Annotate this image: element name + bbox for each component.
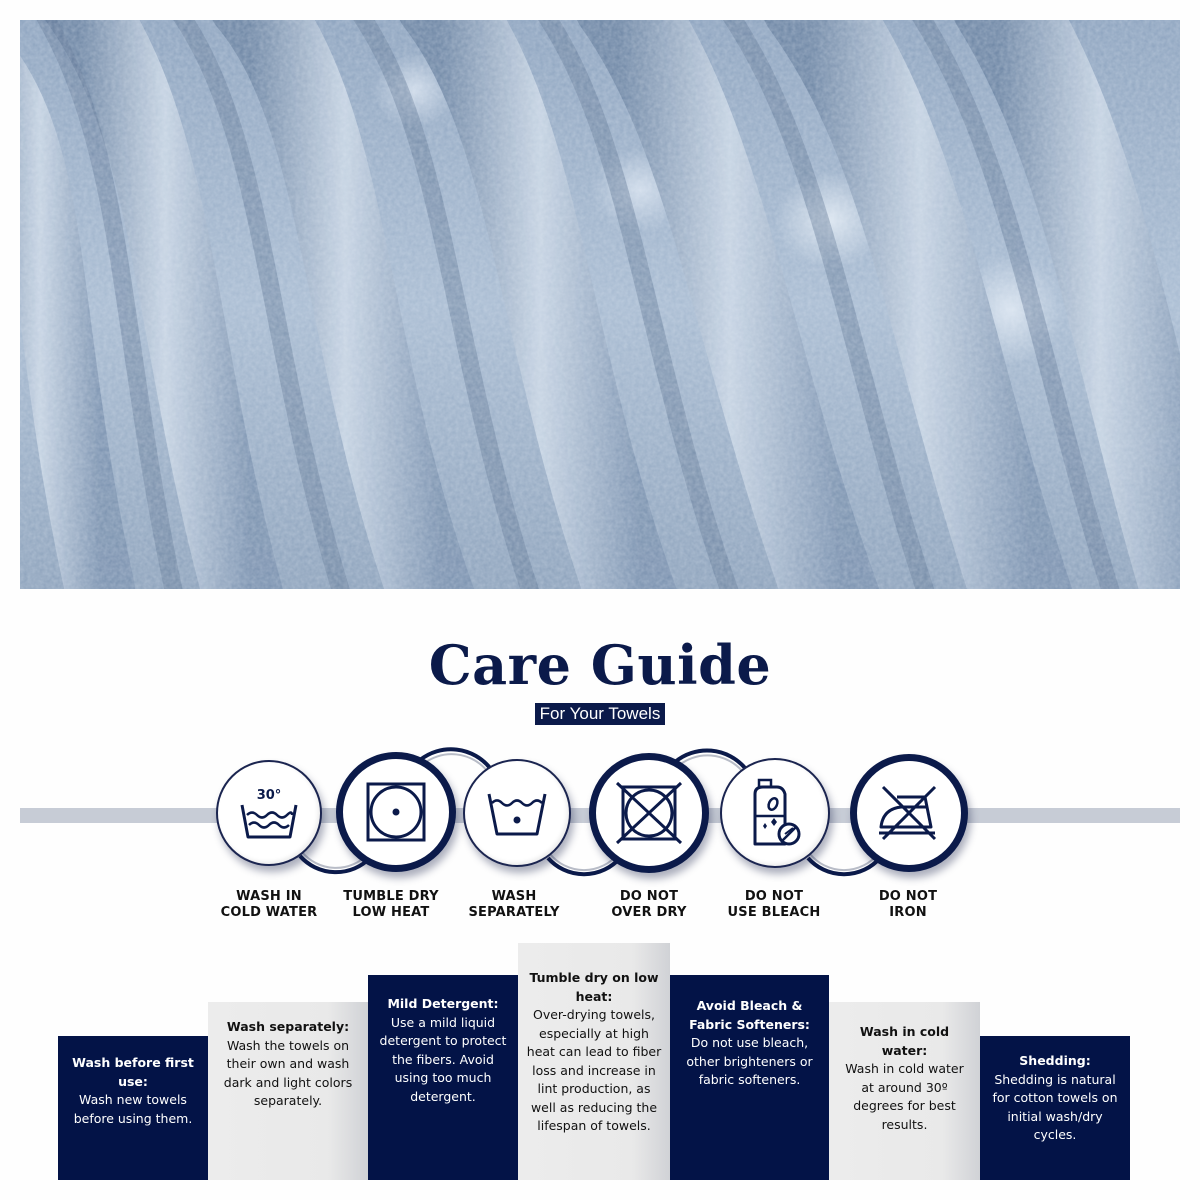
do-not-iron-badge [850,754,968,872]
card-heading: Mild Detergent: [387,996,499,1011]
towel-texture-photo [20,20,1180,589]
care-card-wash-before-use: Wash before first use: Wash new towels b… [58,1036,208,1180]
card-body: Wash the towels on their own and wash da… [223,1037,353,1109]
card-body: Wash in cold water at around 30º degrees… [845,1061,964,1132]
care-card-shedding: Shedding: Shedding is natural for cotton… [980,1036,1130,1180]
do-not-use-bleach-badge [720,758,830,868]
card-heading: Avoid Bleach & Fabric Softeners: [689,998,810,1032]
wash-separately-badge [463,759,571,867]
page-subtitle: For Your Towels [534,703,666,725]
circle-link-arcs [298,747,882,877]
wash-cold-water-badge: 30° [216,760,322,866]
icon-label-line1: WASH [491,889,537,904]
icon-label-wash-cold: WASH IN COLD WATER [189,889,349,921]
icon-label-line1: DO NOT [744,889,804,904]
icon-label-wash-separately: WASH SEPARATELY [434,889,594,921]
page-title: Care Guide [428,633,772,697]
icon-label-line2: COLD WATER [220,905,318,920]
card-body: Shedding is natural for cotton towels on… [992,1071,1118,1143]
card-body: Do not use bleach, other brighteners or … [686,1035,813,1087]
icon-label-line1: WASH IN [236,889,302,904]
icon-label-tumble-dry: TUMBLE DRY LOW HEAT [311,889,471,921]
do-not-iron-icon [879,785,937,841]
no-bleach-bottle-icon [753,778,801,846]
tumble-dry-badge [336,752,456,872]
subtitle-container: For Your Towels [0,703,1200,725]
icon-label-line2: SEPARATELY [468,905,560,920]
card-heading: Tumble dry on low heat: [529,970,659,1004]
icon-label-line2: IRON [889,905,927,920]
card-heading: Wash separately: [226,1019,350,1034]
icon-label-iron: DO NOT IRON [828,889,988,921]
card-body: Use a mild liquid detergent to protect t… [379,1014,507,1104]
icon-label-line1: DO NOT [619,889,679,904]
do-not-tumble-dry-icon [615,781,683,845]
icon-label-bleach: DO NOT USE BLEACH [694,889,854,921]
care-card-mild-detergent: Mild Detergent: Use a mild liquid deterg… [368,975,518,1180]
card-heading: Wash in cold water: [859,1024,950,1058]
card-heading: Wash before first use: [72,1055,194,1089]
icon-label-line1: TUMBLE DRY [343,889,439,904]
care-card-cold-water: Wash in cold water: Wash in cold water a… [829,1002,980,1180]
care-card-tumble-dry: Tumble dry on low heat: Over-drying towe… [518,943,670,1180]
towel-ridges-graphic [20,20,1180,589]
care-card-avoid-bleach: Avoid Bleach & Fabric Softeners: Do not … [670,975,829,1180]
icon-label-line2: USE BLEACH [727,905,821,920]
icon-label-line2: OVER DRY [611,905,687,920]
card-heading: Shedding: [1019,1053,1091,1068]
tumble-dry-low-icon [366,782,426,842]
do-not-over-dry-badge [589,753,709,873]
wash-basin-icon [487,793,547,836]
card-body: Wash new towels before using them. [73,1092,193,1126]
card-body: Over-drying towels, especially at high h… [526,1007,662,1133]
wash-30-degrees-icon: 30° [240,788,298,839]
svg-text:30°: 30° [257,788,282,803]
icon-label-over-dry: DO NOT OVER DRY [569,889,729,921]
care-card-wash-separately: Wash separately: Wash the towels on thei… [208,1002,368,1180]
icon-label-line2: LOW HEAT [352,905,430,920]
icon-label-line1: DO NOT [878,889,938,904]
